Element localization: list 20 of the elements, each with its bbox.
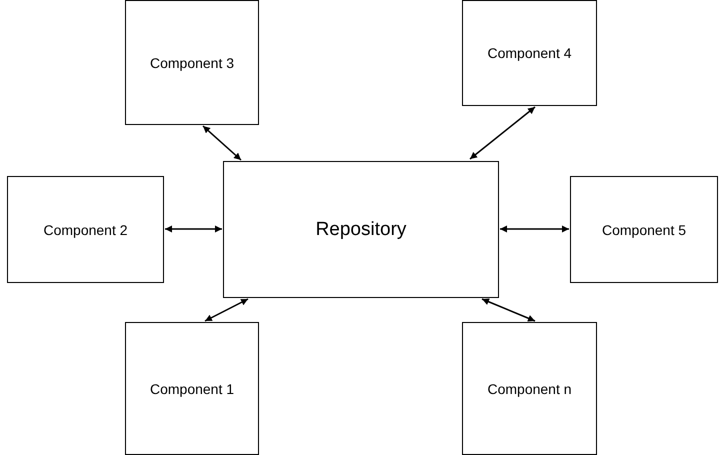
node-label: Component 3 [150,54,234,70]
component-box [125,0,259,125]
double-arrow [500,226,569,232]
node-label: Repository [316,218,406,240]
node-label: Component 4 [487,45,572,61]
component-box [570,176,718,283]
double-arrow [470,106,536,160]
node-label: Component 5 [602,222,686,238]
node-label: Component 1 [150,380,234,396]
node-label: Component n [487,380,572,396]
double-arrow [202,125,242,161]
component-box [125,322,259,455]
component-box [462,322,597,455]
double-arrow [165,226,222,232]
component-box [462,0,597,106]
double-arrow [482,298,536,322]
component-box [7,176,164,283]
double-arrow [204,298,248,322]
repository-box [223,161,499,298]
node-label: Component 2 [43,222,128,238]
